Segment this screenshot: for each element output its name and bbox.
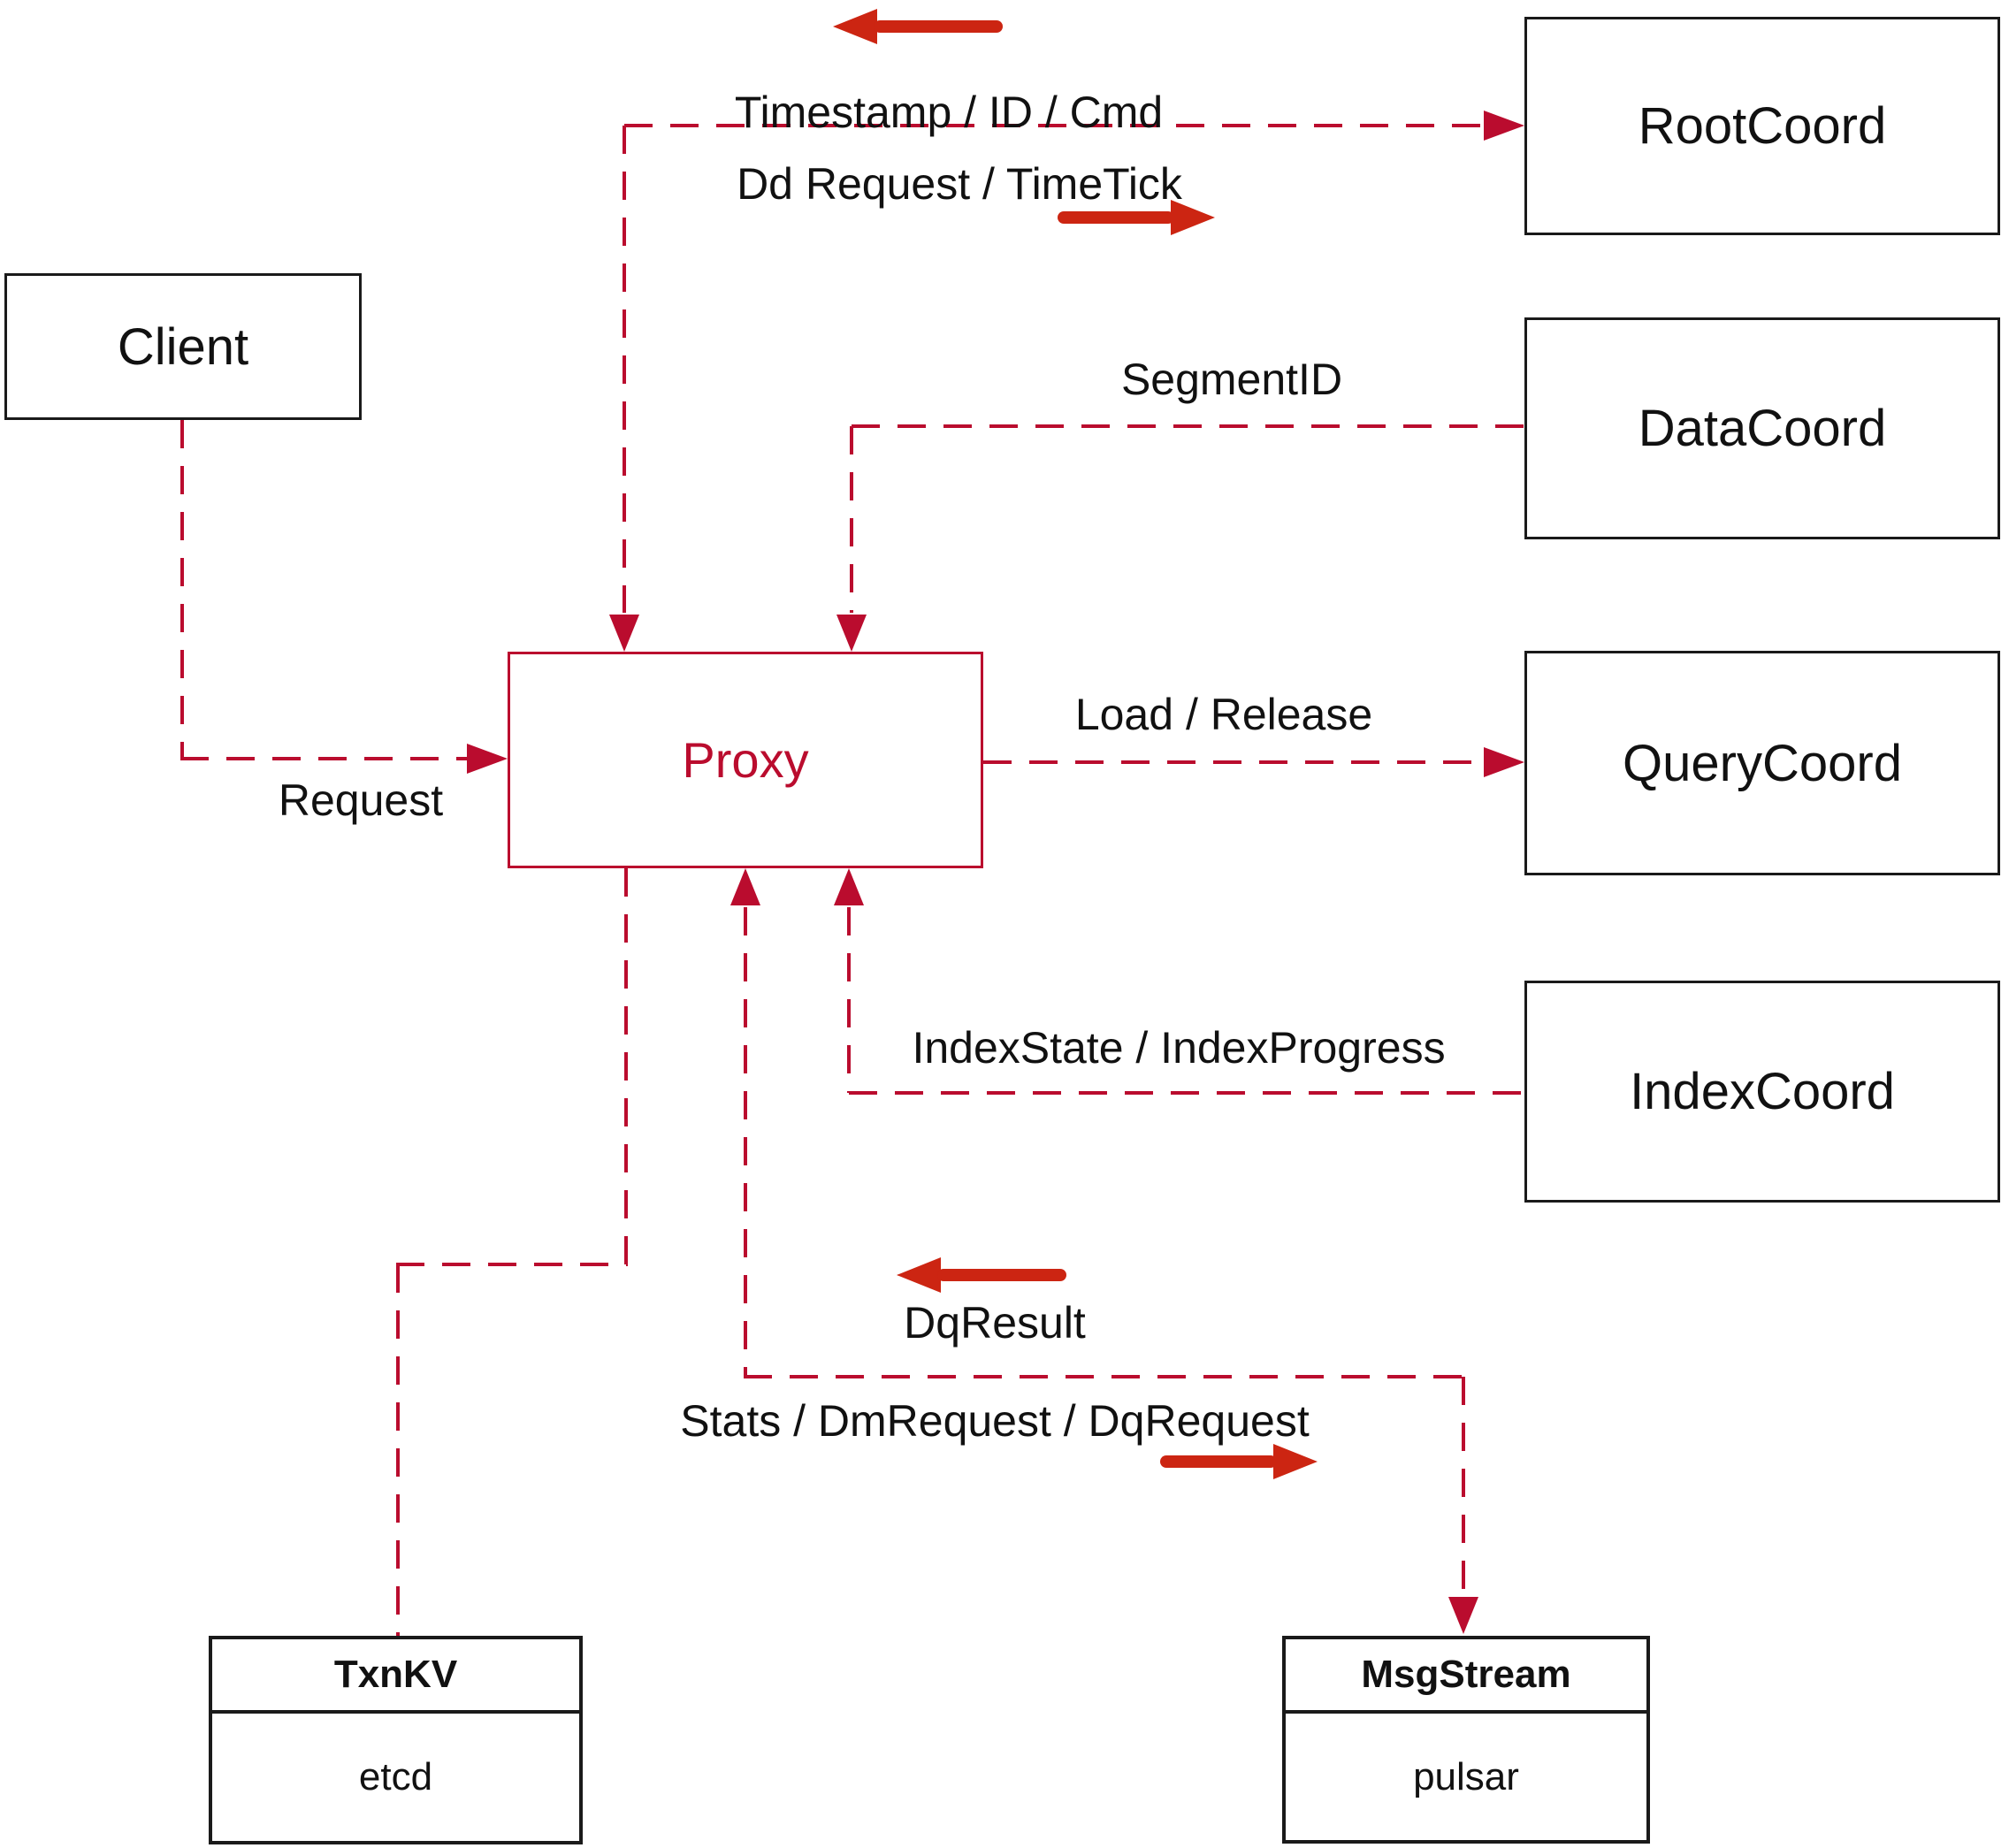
edge-label-load-release: Load / Release <box>1074 690 1373 739</box>
edge-client-proxy-vertical <box>180 420 184 759</box>
edge-label-request: Request <box>278 775 444 825</box>
node-txnkv-impl: etcd <box>358 1755 433 1798</box>
arrowhead-into-querycoord-icon <box>1484 747 1524 777</box>
node-proxy: Proxy <box>508 652 983 868</box>
edge-proxy-txnkv-vertical-upper <box>624 868 628 1264</box>
node-rootcoord: RootCoord <box>1524 17 2000 235</box>
edge-proxy-rootcoord-horizontal <box>624 124 1484 127</box>
node-indexcoord: IndexCoord <box>1524 981 2000 1203</box>
arrowhead-into-proxy-bottom-right-icon <box>834 868 864 905</box>
arrowhead-into-rootcoord-icon <box>1484 111 1524 141</box>
arrowhead-into-proxy-left-icon <box>467 744 508 774</box>
node-txnkv-title: TxnKV <box>212 1639 579 1714</box>
node-msgstream-impl: pulsar <box>1413 1754 1519 1798</box>
edge-proxy-txnkv-horizontal <box>396 1263 628 1266</box>
edge-datacoord-proxy-horizontal <box>852 424 1524 428</box>
node-indexcoord-label: IndexCoord <box>1630 1063 1895 1120</box>
edge-label-timestamp-id-cmd: Timestamp / ID / Cmd <box>734 88 1164 137</box>
arrowhead-into-msgstream-icon <box>1448 1597 1478 1634</box>
edge-proxy-rootcoord-vertical <box>623 126 626 613</box>
edge-proxy-querycoord-horizontal <box>983 760 1484 764</box>
arrowhead-into-proxy-top-right-icon <box>836 615 867 652</box>
edge-indexcoord-proxy-vertical <box>847 907 851 1093</box>
node-client: Client <box>4 273 362 420</box>
node-client-label: Client <box>117 317 249 376</box>
edge-proxy-msgstream-horizontal <box>744 1375 1465 1378</box>
arrowhead-into-proxy-bottom-center-icon <box>730 868 760 905</box>
edge-datacoord-proxy-vertical <box>850 426 853 613</box>
edge-indexcoord-proxy-horizontal <box>849 1091 1524 1095</box>
node-rootcoord-label: RootCoord <box>1638 97 1887 155</box>
node-proxy-label: Proxy <box>682 732 809 788</box>
node-querycoord: QueryCoord <box>1524 651 2000 875</box>
node-msgstream: MsgStream pulsar <box>1282 1636 1650 1844</box>
edge-proxy-txnkv-vertical-lower <box>396 1264 400 1636</box>
node-datacoord: DataCoord <box>1524 317 2000 539</box>
node-datacoord-label: DataCoord <box>1638 400 1887 457</box>
node-querycoord-label: QueryCoord <box>1623 734 1902 792</box>
edge-proxy-msgstream-vertical-lower <box>1462 1377 1465 1597</box>
edge-label-dd-request-timetick: Dd Request / TimeTick <box>737 159 1182 209</box>
edge-label-dqresult: DqResult <box>904 1298 1086 1348</box>
edge-client-proxy-horizontal <box>180 757 469 760</box>
edge-proxy-msgstream-vertical-upper <box>744 907 747 1377</box>
node-msgstream-title: MsgStream <box>1286 1639 1646 1714</box>
edge-label-stats-dmrequest-dqrequest: Stats / DmRequest / DqRequest <box>680 1396 1310 1446</box>
arrowhead-into-proxy-top-left-icon <box>609 615 639 652</box>
edge-label-indexstate-indexprogress: IndexState / IndexProgress <box>912 1023 1446 1073</box>
edge-label-segmentid: SegmentID <box>1120 355 1343 404</box>
node-txnkv: TxnKV etcd <box>209 1636 583 1844</box>
